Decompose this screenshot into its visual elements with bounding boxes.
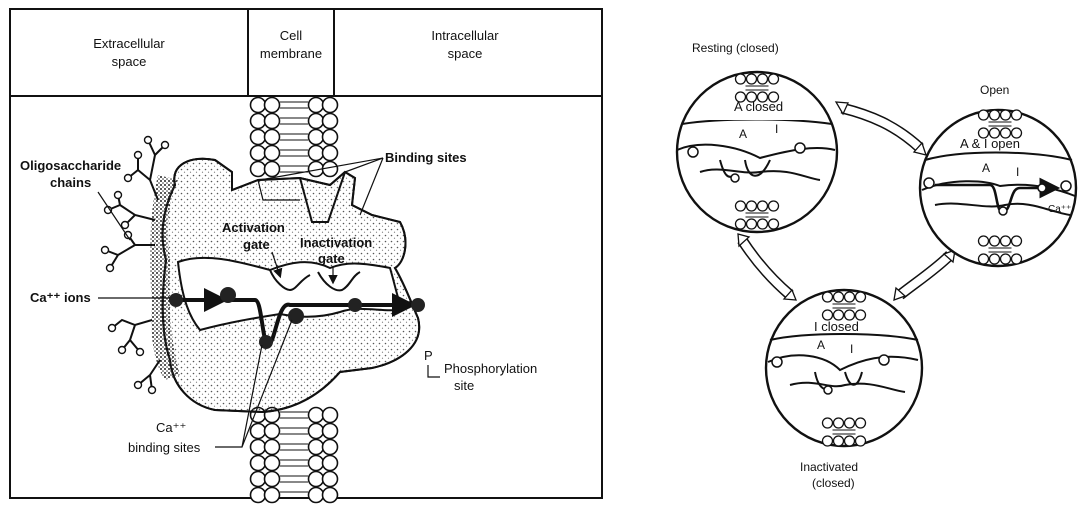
lipid-head (309, 424, 324, 439)
lipid-head (251, 456, 266, 471)
lipid-head (251, 440, 266, 455)
label-activation-gate-1: Activation (222, 220, 285, 235)
lipid-head (323, 114, 338, 129)
label-oligosaccharide-1: Oligosaccharide (20, 158, 121, 173)
open-ion-label: Ca⁺⁺ (1048, 204, 1071, 215)
header-membrane-2: membrane (260, 46, 322, 61)
lipid-head (323, 472, 338, 487)
lipid-head (323, 456, 338, 471)
ion (1061, 181, 1071, 191)
header-membrane-1: Cell (280, 28, 303, 43)
lipid-head (309, 488, 324, 503)
lipid-head (323, 424, 338, 439)
right-panel: Resting (closed) A closed A I Open A & I… (677, 41, 1076, 490)
lipid-head (251, 162, 266, 177)
open-title: Open (980, 83, 1009, 97)
lipid-head (309, 472, 324, 487)
label-phosphorylation-2: site (454, 378, 474, 393)
lipid-head (265, 472, 280, 487)
state-inactivated: I closed A I Inactivated (closed) (766, 290, 922, 490)
resting-gate-i: I (775, 122, 778, 136)
label-p: P (424, 348, 433, 363)
lipid-head (309, 98, 324, 113)
lipid-head (265, 440, 280, 455)
lipid-head (251, 472, 266, 487)
lipid-head (251, 98, 266, 113)
inactivated-title-1: Inactivated (800, 460, 858, 474)
ca-ion (348, 298, 362, 312)
ca-ion (169, 293, 183, 307)
lipid-head (265, 424, 280, 439)
inactivated-gate-a: A (817, 338, 825, 352)
ion (879, 355, 889, 365)
lipid-head (309, 456, 324, 471)
ca-ion (220, 287, 236, 303)
open-gate-i: I (1016, 165, 1019, 179)
lipid-head (323, 146, 338, 161)
header-extracellular-2: space (112, 54, 147, 69)
inactivated-inner-label: I closed (814, 319, 859, 334)
label-ca-ions: Ca⁺⁺ ions (30, 290, 91, 305)
ion (772, 357, 782, 367)
lipid-head (265, 146, 280, 161)
label-binding-sites: Binding sites (385, 150, 467, 165)
state-resting: Resting (closed) A closed A I (677, 41, 837, 232)
lipid-head (265, 488, 280, 503)
lipid-head (251, 130, 266, 145)
label-inactivation-gate-2: gate (318, 251, 345, 266)
label-inactivation-gate-1: Inactivation (300, 235, 372, 250)
ion (924, 178, 934, 188)
lipid-head (265, 162, 280, 177)
lipid-head (323, 408, 338, 423)
lipid-head (323, 130, 338, 145)
label-ca-binding-2: binding sites (128, 440, 201, 455)
lipid-head (309, 130, 324, 145)
ion (688, 147, 698, 157)
header-intracellular-2: space (448, 46, 483, 61)
ca-ion (288, 308, 304, 324)
ion (795, 143, 805, 153)
label-phosphorylation-1: Phosphorylation (444, 361, 537, 376)
state-open: Open A & I open A I Ca⁺⁺ (920, 83, 1076, 266)
lipid-head (309, 440, 324, 455)
ca-ion (411, 298, 425, 312)
lipid-head (251, 146, 266, 161)
lipid-head (323, 488, 338, 503)
open-gate-a: A (982, 161, 990, 175)
ion (999, 207, 1007, 215)
header-intracellular-1: Intracellular (431, 28, 499, 43)
lipid-head (251, 424, 266, 439)
lipid-head (265, 130, 280, 145)
label-activation-gate-2: gate (243, 237, 270, 252)
resting-gate-a: A (739, 127, 747, 141)
label-ca-binding-1: Ca⁺⁺ (156, 420, 186, 435)
inactivated-gate-i: I (850, 342, 853, 356)
ion (1038, 184, 1046, 192)
lipid-head (309, 114, 324, 129)
resting-title: Resting (closed) (692, 41, 779, 55)
lipid-head (265, 456, 280, 471)
lipid-head (265, 114, 280, 129)
lipid-head (323, 98, 338, 113)
open-inner-label: A & I open (960, 136, 1020, 151)
header-extracellular-1: Extracellular (93, 36, 165, 51)
inactivated-title-2: (closed) (812, 476, 855, 490)
lipid-head (251, 114, 266, 129)
label-oligosaccharide-2: chains (50, 175, 91, 190)
lipid-head (323, 440, 338, 455)
lipid-head (265, 98, 280, 113)
lipid-head (309, 146, 324, 161)
lipid-head (251, 488, 266, 503)
lipid-head (309, 408, 324, 423)
left-panel: Extracellular space Cell membrane Intrac… (10, 9, 602, 503)
